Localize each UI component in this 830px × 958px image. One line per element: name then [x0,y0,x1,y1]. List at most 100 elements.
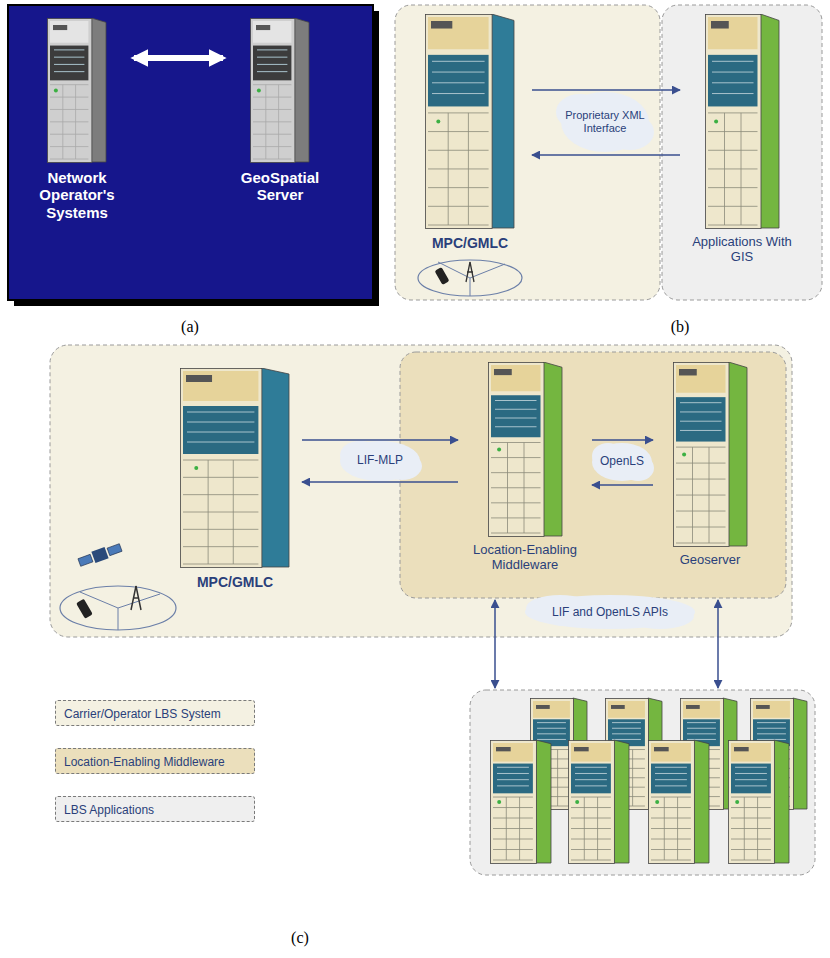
server-grid [740,113,741,225]
server-slot [680,411,722,412]
cloud [556,92,654,152]
server-grid [708,131,758,132]
server-grid [183,494,258,495]
server-grid [50,146,88,147]
server-front [48,19,92,163]
server-grid [731,839,771,840]
server-grid [278,85,279,159]
server-slot [712,93,754,94]
server-grid [468,113,469,225]
server-display [53,25,67,30]
server-side [492,14,514,228]
server-grid [253,121,291,122]
server-slot [537,739,566,740]
legend-text: LBS Applications [64,803,154,817]
server-slot [495,426,537,427]
server-grid [506,797,507,860]
server-panel [731,764,771,794]
server-slot [54,71,84,72]
server-slot [712,82,754,83]
server-grid [491,533,541,534]
server-icon [180,368,290,568]
server-front [673,363,729,547]
server-slot [575,767,607,768]
server-front [705,15,761,229]
server-label: MPC/GMLC [410,235,530,251]
connector-arrow [592,484,653,486]
server-grid [724,113,725,225]
server-grid [183,529,258,530]
server-slot [735,767,767,768]
server-label: MPC/GMLC [170,574,300,590]
cloud [525,595,695,629]
legend-swatch: LBS Applications [55,796,255,822]
server-slot [757,728,786,729]
server-icon [250,18,310,163]
server-grid [493,839,533,840]
server-grid [208,460,209,564]
server-grid [571,818,611,819]
server-slot [497,779,529,780]
server-slot [680,402,722,403]
server-grid [676,527,726,528]
server-node: Applications With GIS [682,14,802,267]
server-grid [597,797,598,860]
server-grid [183,546,258,547]
server-top [183,371,258,401]
middleware-region [400,352,786,598]
server-grid [507,443,508,534]
api-arrow [717,600,719,688]
server-slot [757,733,786,734]
panel-letter: (c) [280,929,320,947]
server-top [676,365,726,393]
server-front [649,741,695,864]
server-grid [428,131,489,132]
server-grid [491,502,541,503]
server-grid [571,860,611,861]
server-panel [183,406,258,454]
panel-letter: (a) [170,318,210,336]
server-slot [757,739,786,740]
cell-site [60,586,176,630]
server-grid [233,460,234,564]
server-grid [50,121,88,122]
server-top [571,743,611,762]
server-side [728,362,747,546]
server-node: MPC/GMLC [410,14,530,254]
interface-label: OpenLS [593,455,651,469]
server-grid [428,168,489,169]
server-grid [571,839,611,840]
server-grid [491,517,541,518]
server-slot [687,739,716,740]
server-grid [708,447,709,543]
legend-swatch: Carrier/Operator LBS System [55,700,255,726]
server-grid [491,487,541,488]
lbs-apps-region [470,690,815,875]
interface-label: Proprietary XML Interface [560,109,650,134]
server-slot [432,82,485,83]
server-slot [612,733,641,734]
server-led [497,448,501,452]
server-label: Location-Enabling Middleware [460,543,590,573]
server-grid [50,109,88,110]
server-grid [651,839,691,840]
server-slot [575,779,607,780]
server-top [608,701,645,718]
server-grid [265,85,266,159]
server-display [496,747,511,751]
server-slot [575,785,607,786]
server-slot [687,733,716,734]
server-slot [257,49,287,50]
api-label: LIF and OpenLS APIs [535,605,685,619]
server-led [54,89,58,93]
server-slot [680,421,722,422]
server-display [756,705,770,709]
server-slot [680,430,722,431]
server-grid [523,443,524,534]
satellite [77,542,122,568]
server-slot [612,739,641,740]
server-grid [744,797,745,860]
server-grid [50,84,88,85]
server-node: MPC/GMLC [170,368,300,593]
server-grid [493,849,533,850]
